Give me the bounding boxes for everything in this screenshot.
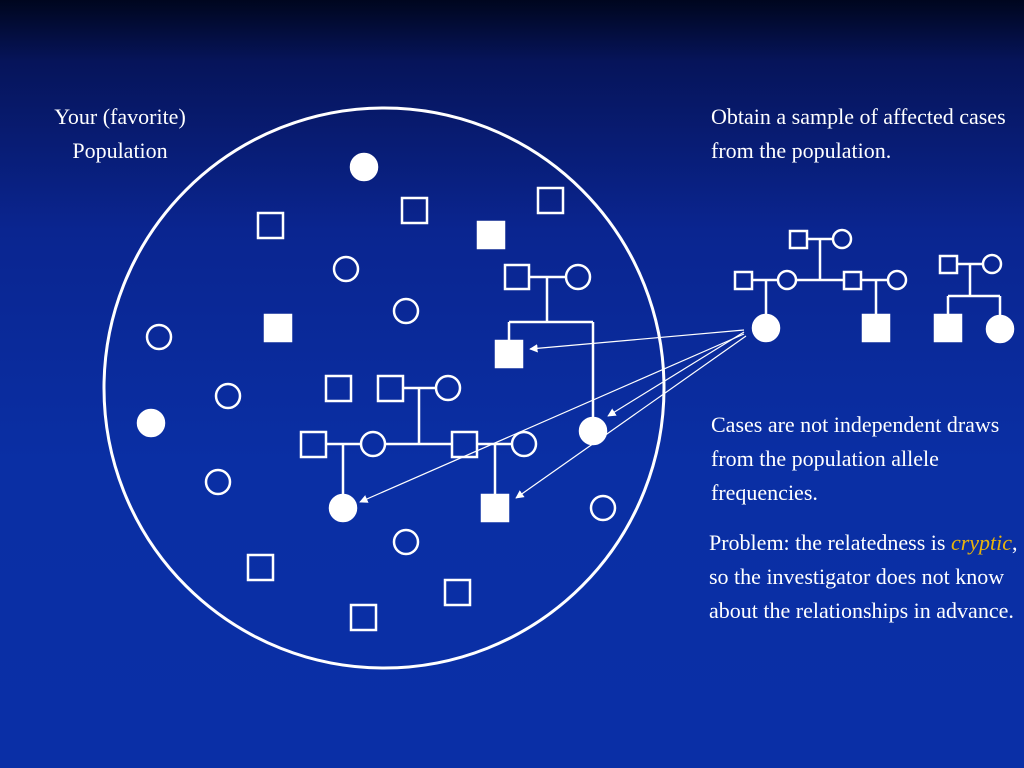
unaffected-male-symbol: [256, 211, 285, 240]
obtain-sample-text: Obtain a sample of affected cases from t…: [711, 104, 1006, 163]
sampling-arrows: [359, 329, 747, 503]
population-label-line2: Population: [72, 138, 168, 163]
unaffected-female-symbol: [392, 297, 420, 325]
sample-pedigree-large: [733, 228, 908, 343]
unaffected-male-symbol: [324, 374, 353, 403]
sampling-arrow: [607, 331, 745, 417]
affected-male-symbol: [263, 313, 293, 343]
unaffected-female-symbol: [332, 255, 360, 283]
sampling-arrow: [515, 335, 747, 499]
unaffected-male-symbol: [536, 186, 565, 215]
population-label-line1: Your (favorite): [54, 104, 186, 129]
population-label: Your (favorite) Population: [20, 100, 220, 168]
problem-text-after: , so the investigator does not know abou…: [709, 530, 1018, 623]
hidden-pedigree-bottom: [299, 374, 538, 523]
unaffected-female-symbol: [145, 323, 173, 351]
sampling-arrow: [529, 329, 745, 353]
unaffected-male-symbol: [443, 578, 472, 607]
unaffected-female-symbol: [589, 494, 617, 522]
affected-male-symbol: [476, 220, 506, 250]
cryptic-emphasis: cryptic: [950, 530, 1013, 555]
problem-text: Problem: the relatedness is cryptic, so …: [709, 526, 1019, 628]
unaffected-female-symbol: [392, 528, 420, 556]
affected-female-symbol: [136, 408, 166, 438]
sample-pedigree-small: [933, 253, 1015, 344]
affected-female-symbol: [349, 152, 379, 182]
unaffected-male-symbol: [400, 196, 429, 225]
unaffected-female-symbol: [214, 382, 242, 410]
unaffected-male-symbol: [246, 553, 275, 582]
unaffected-male-symbol: [349, 603, 378, 632]
cases-not-independent-text: Cases are not independent draws from the…: [711, 412, 1000, 505]
hidden-pedigree-top: [494, 263, 608, 446]
unaffected-female-symbol: [204, 468, 232, 496]
sampling-arrow: [359, 333, 745, 503]
problem-text-before: Problem: the relatedness is: [709, 530, 951, 555]
population-circle: [102, 106, 666, 670]
